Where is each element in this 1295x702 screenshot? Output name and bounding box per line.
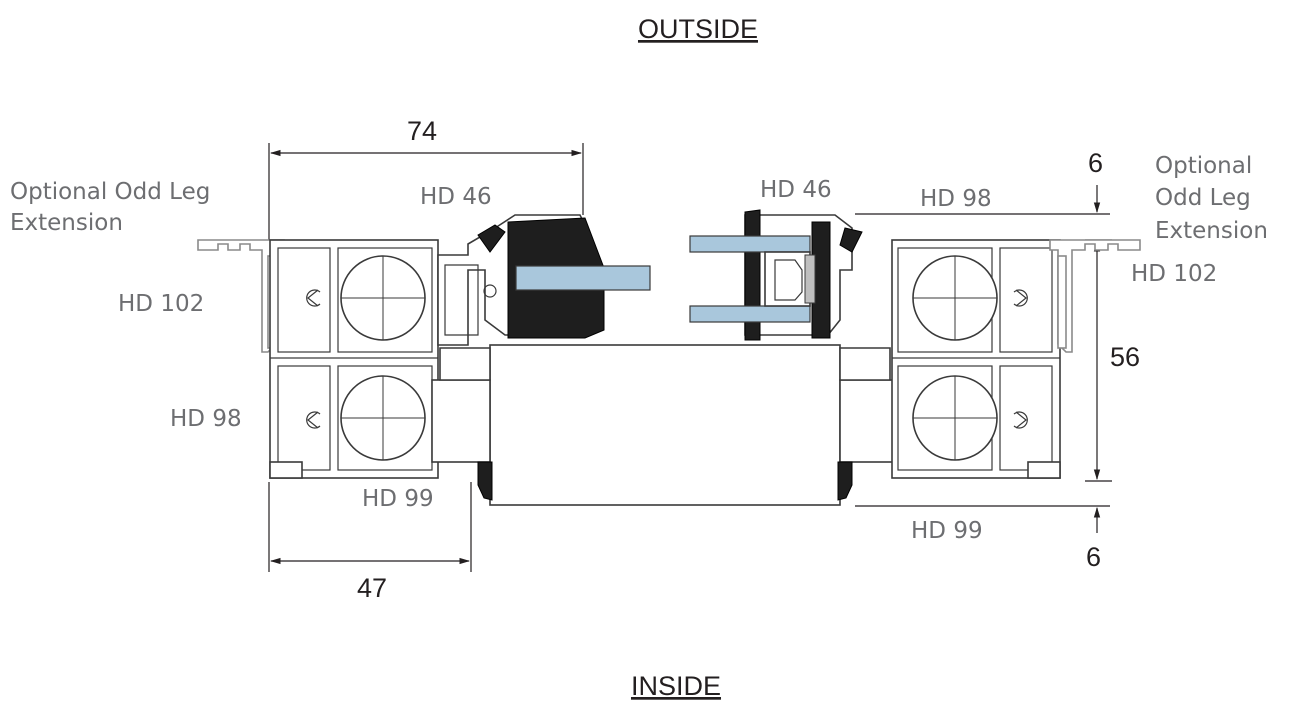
label-hd46-left: HD 46 [420, 184, 492, 210]
right-sash-profile [689, 209, 863, 341]
label-hd102-right: HD 102 [1131, 261, 1217, 287]
dimension-6-bottom: 6 [855, 505, 1110, 572]
center-interlock [431, 344, 899, 506]
dimension-56-value: 56 [1110, 342, 1140, 372]
dimension-47: 47 [268, 482, 472, 603]
left-roller-top [340, 255, 426, 341]
label-optional-left-line2: Extension [10, 210, 123, 236]
label-optional-left-line1: Optional Odd Leg [10, 179, 210, 205]
label-optional-right-line1: Optional [1155, 153, 1252, 179]
dimension-74: 74 [268, 116, 584, 240]
dimension-74-value: 74 [407, 116, 437, 146]
label-hd98-left: HD 98 [170, 406, 242, 432]
right-roller-bottom [912, 375, 998, 461]
inside-label: INSIDE [631, 671, 721, 701]
dimension-47-value: 47 [357, 573, 387, 603]
label-hd99-left: HD 99 [362, 486, 434, 512]
right-roller-top [912, 255, 998, 341]
dimension-6-bottom-value: 6 [1086, 542, 1101, 572]
right-odd-leg-extension [1049, 239, 1141, 353]
label-optional-right-line3: Extension [1155, 218, 1268, 244]
label-hd102-left: HD 102 [118, 291, 204, 317]
dimension-6-top-value: 6 [1088, 148, 1103, 178]
outside-label: OUTSIDE [638, 14, 758, 44]
dimension-6-top: 6 [855, 148, 1110, 215]
label-hd46-right: HD 46 [760, 177, 832, 203]
label-hd98-right: HD 98 [920, 186, 992, 212]
label-optional-right-line2: Odd Leg [1155, 185, 1251, 211]
left-sash-profile [437, 214, 651, 346]
label-hd99-right: HD 99 [911, 518, 983, 544]
left-roller-bottom [340, 375, 426, 461]
